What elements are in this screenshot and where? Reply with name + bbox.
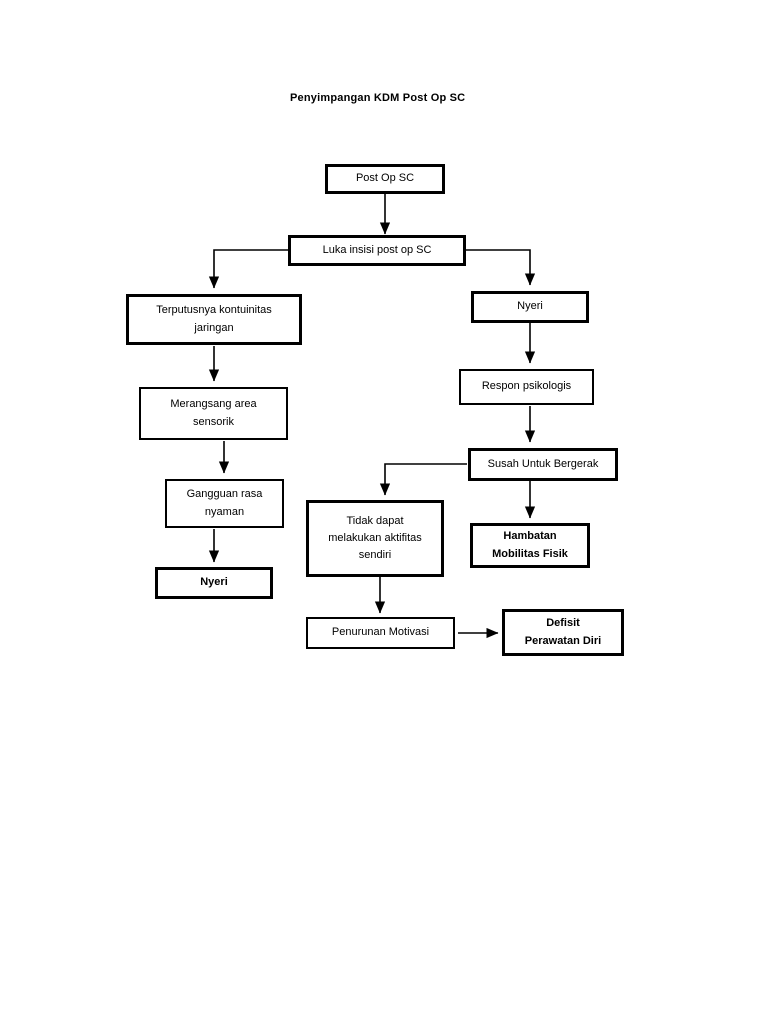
- node-hambatan-line2: Mobilitas Fisik: [492, 547, 568, 560]
- node-gangguan-line2: nyaman: [204, 505, 245, 518]
- node-hambatan-mobilitas-fisik[interactable]: Hambatan Mobilitas Fisik: [470, 523, 590, 568]
- node-nyeri-left[interactable]: Nyeri: [155, 567, 273, 599]
- node-post-op-sc[interactable]: Post Op SC: [325, 164, 445, 194]
- node-tidak-dapat-line1: Tidak dapat: [346, 514, 404, 527]
- node-hambatan-line1: Hambatan: [503, 530, 557, 543]
- node-luka-insisi[interactable]: Luka insisi post op SC: [288, 235, 466, 266]
- node-luka-insisi-line1: Luka insisi post op SC: [322, 243, 432, 256]
- node-merangsang-area-sensorik[interactable]: Merangsang area sensorik: [139, 387, 288, 440]
- node-penurunan-motivasi[interactable]: Penurunan Motivasi: [306, 617, 455, 649]
- node-tidak-dapat-line3: sendiri: [358, 549, 392, 562]
- node-tidak-dapat-text: Tidak dapat melakukan aktifitas sendiri: [313, 513, 437, 564]
- node-gangguan-text: Gangguan rasa nyaman: [171, 486, 278, 520]
- node-gangguan-line1: Gangguan rasa: [186, 488, 263, 501]
- node-nyeri-left-line1: Nyeri: [200, 576, 228, 589]
- edge-luka-to-nyeri: [466, 249, 536, 286]
- node-nyeri-right[interactable]: Nyeri: [471, 291, 589, 323]
- node-defisit-text: Defisit Perawatan Diri: [509, 615, 617, 649]
- node-defisit-line1: Defisit: [546, 617, 580, 630]
- node-merangsang-line1: Merangsang area: [170, 398, 257, 411]
- node-hambatan-text: Hambatan Mobilitas Fisik: [477, 528, 583, 562]
- node-terputusnya-line2: jaringan: [194, 321, 234, 334]
- node-susah-untuk-bergerak[interactable]: Susah Untuk Bergerak: [468, 448, 618, 481]
- edge-susah-to-tidakdapat: [379, 463, 467, 496]
- node-respon-psikologis[interactable]: Respon psikologis: [459, 369, 594, 405]
- node-defisit-perawatan-diri[interactable]: Defisit Perawatan Diri: [502, 609, 624, 656]
- node-post-op-sc-line1: Post Op SC: [355, 172, 415, 185]
- node-tidak-dapat-line2: melakukan aktifitas: [328, 531, 422, 544]
- node-gangguan-rasa-nyaman[interactable]: Gangguan rasa nyaman: [165, 479, 284, 528]
- node-nyeri-right-line1: Nyeri: [517, 300, 543, 313]
- edge-luka-to-terputusnya: [208, 249, 288, 289]
- page-title: Penyimpangan KDM Post Op SC: [290, 92, 466, 104]
- node-merangsang-text: Merangsang area sensorik: [145, 396, 282, 430]
- node-respon-psikologis-line1: Respon psikologis: [481, 380, 572, 393]
- node-tidak-dapat-melakukan-aktifitas-sendiri[interactable]: Tidak dapat melakukan aktifitas sendiri: [306, 500, 444, 577]
- node-penurunan-motivasi-line1: Penurunan Motivasi: [331, 626, 430, 639]
- node-susah-untuk-bergerak-line1: Susah Untuk Bergerak: [487, 457, 599, 470]
- node-defisit-line2: Perawatan Diri: [524, 634, 602, 647]
- node-terputusnya-text: Terputusnya kontuinitas jaringan: [133, 302, 295, 336]
- node-terputusnya-kontuinitas-jaringan[interactable]: Terputusnya kontuinitas jaringan: [126, 294, 302, 345]
- node-terputusnya-line1: Terputusnya kontuinitas: [156, 304, 272, 317]
- node-merangsang-line2: sensorik: [193, 415, 234, 428]
